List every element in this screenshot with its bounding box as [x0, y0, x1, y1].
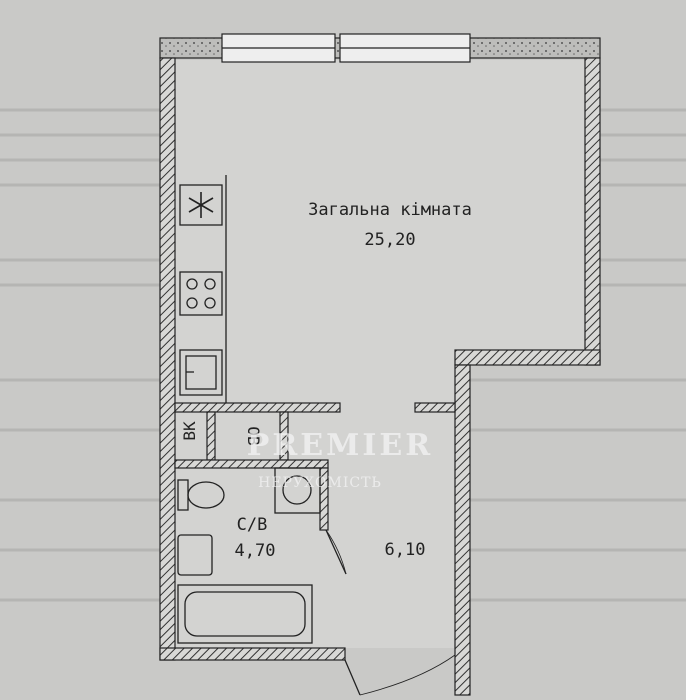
living-room-name: Загальна кімната: [308, 200, 472, 220]
vk-label: ВК: [180, 421, 199, 441]
bathtub-icon: [177, 584, 313, 644]
bathroom-name: С/В: [237, 515, 268, 535]
snowflake-icon: [188, 192, 214, 218]
bathroom-fixtures: [177, 467, 456, 696]
floor-area: [175, 60, 585, 648]
entrance-door: [344, 659, 361, 696]
fridge-icon: [179, 184, 223, 226]
hall-area: 6,10: [385, 540, 426, 560]
windows: [221, 33, 471, 63]
washing-machine-icon: [274, 467, 321, 514]
kitchen-counter: [179, 175, 227, 403]
watermark-brand: PREMIER: [247, 428, 433, 463]
sink-icon: [179, 349, 223, 396]
stove-icon: [179, 271, 223, 316]
ob-label: ОВ: [244, 426, 263, 445]
watermark-sub: НЕРУХОМІСТЬ: [258, 475, 382, 491]
bathroom-area: 4,70: [235, 541, 276, 561]
bathroom-door: [325, 529, 347, 575]
toilet-icon: [177, 479, 225, 511]
washbasin-icon: [177, 534, 213, 576]
living-room-area: 25,20: [364, 230, 415, 250]
